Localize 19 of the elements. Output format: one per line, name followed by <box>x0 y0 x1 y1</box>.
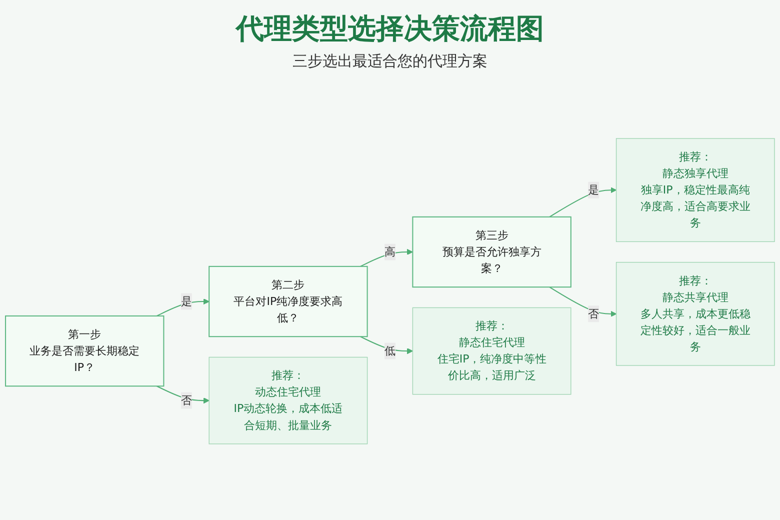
arrow <box>156 298 210 316</box>
subtitle: 三步选出最适合您的代理方案 <box>292 52 488 71</box>
title: 代理类型选择决策流程图 <box>234 11 545 47</box>
node-box: 推荐： 动态住宅代理 IP动态轮换，成本低适合短期、批量业务 <box>208 356 368 444</box>
edge-label: 是 <box>588 183 600 196</box>
edge-label: 低 <box>384 344 396 358</box>
node-box: 第三步 预算是否允许独享方案？ <box>412 216 572 288</box>
node-box: 第二步 平台对IP纯净度要求高低？ <box>208 266 368 337</box>
arrow <box>549 186 617 218</box>
arrow <box>549 286 617 317</box>
edge-label: 是 <box>180 294 192 308</box>
node-box: 推荐： 静态住宅代理 住宅IP，纯净度中等性价比高，适用广泛 <box>412 307 572 395</box>
edge-label: 高 <box>384 244 396 258</box>
edge-label: 否 <box>588 306 600 320</box>
arrow <box>360 336 413 354</box>
node-box: 推荐： 静态独享代理 独享IP，稳定性最高纯净度高，适合高要求业务 <box>616 138 775 242</box>
edge-label: 否 <box>180 393 192 407</box>
node-box: 推荐： 静态共享代理 多人共享，成本更低稳定性较好，适合一般业务 <box>616 262 775 366</box>
node-box: 第一步 业务是否需要长期稳定IP？ <box>5 315 164 386</box>
